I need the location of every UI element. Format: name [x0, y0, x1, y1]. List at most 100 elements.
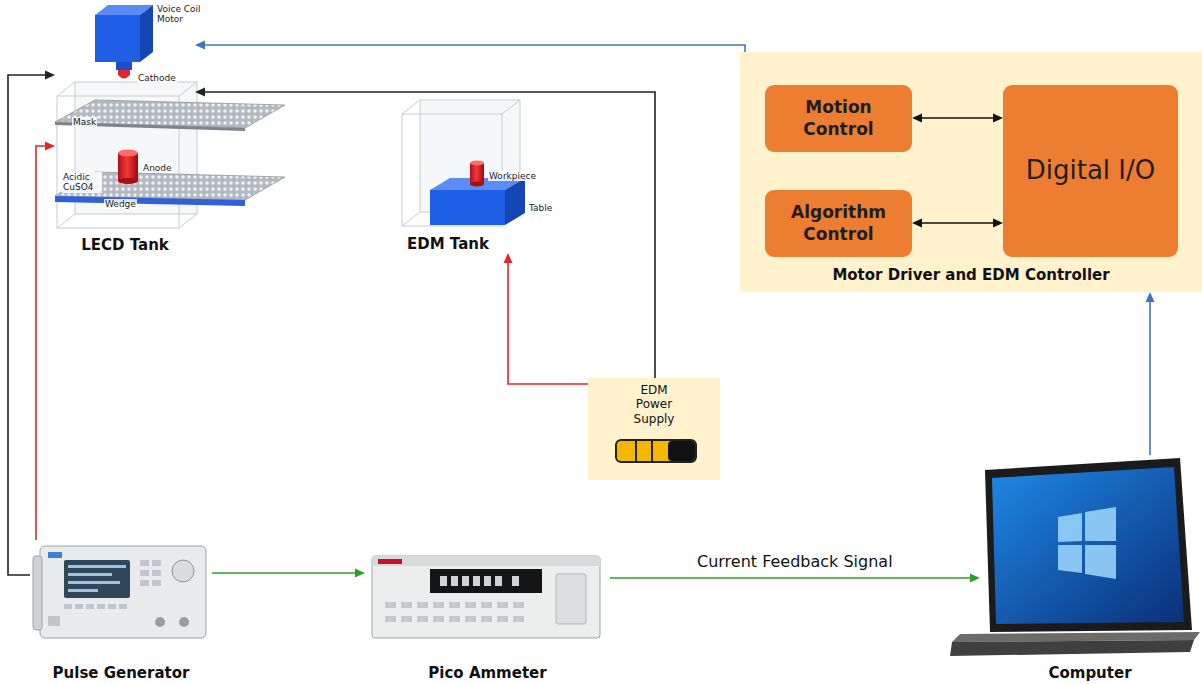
edm-tank-walls: [402, 212, 420, 226]
power-supply-box: EDM Power Supply: [588, 378, 720, 480]
voice-coil-motor: [116, 62, 132, 70]
connector: [610, 574, 980, 583]
part-label: Cathode: [137, 66, 197, 85]
pico-ammeter-device: [497, 616, 508, 622]
pico-ammeter-device: [484, 576, 491, 586]
electrolyte-plate: [55, 172, 285, 200]
edm-tank-walls: [502, 212, 520, 226]
arrowhead: [45, 142, 55, 151]
pulse-generator-device: [152, 570, 161, 576]
pico-ammeter-device: [378, 559, 402, 564]
pulse-generator-device: [48, 616, 60, 626]
signal-label: Current Feedback Signal: [694, 552, 896, 571]
edm-tank-walls: [502, 100, 520, 114]
anode-cylinder: [118, 178, 138, 184]
part-label: Table: [528, 196, 568, 215]
signal-name: Current Feedback Signal: [694, 552, 896, 571]
connector-line: [508, 261, 588, 384]
workpiece-cylinder: [470, 161, 484, 187]
connector-line: [610, 577, 972, 579]
mask-plate: [55, 100, 285, 131]
pico-ammeter-device: [513, 616, 524, 622]
part-name: Voice Coil Motor: [156, 4, 214, 25]
pulse-generator-device: [179, 617, 189, 627]
wedge-strip: [55, 196, 245, 206]
voice-coil-motor: [95, 5, 153, 70]
voice-coil-motor: [95, 5, 153, 15]
connector-line: [920, 222, 995, 224]
pulse-generator-device: [97, 604, 105, 609]
device-caption: Pulse Generator: [53, 664, 190, 682]
laptop-computer: [1085, 545, 1116, 579]
pico-ammeter-device: [417, 602, 428, 608]
part-name: Table: [528, 203, 553, 213]
pico-ammeter-device: [440, 576, 447, 586]
device-caption: Pico Ammeter: [428, 664, 546, 682]
pulse-generator-device: [172, 560, 194, 582]
part-name: Mask: [72, 117, 97, 127]
tank-caption: LECD Tank: [81, 236, 169, 254]
connector: [36, 142, 55, 541]
edm-tank-walls: [402, 114, 502, 226]
pulse-generator-device: [86, 604, 94, 609]
pico-ammeter-device: [495, 576, 502, 586]
connector: [912, 114, 1003, 123]
voice-coil-motor: [140, 5, 153, 62]
anode-cylinder: [118, 153, 138, 181]
part-name: Wedge: [104, 199, 137, 209]
pulse-generator-device: [68, 565, 126, 568]
pulse-generator-device: [119, 604, 127, 609]
mask-plate: [55, 100, 285, 128]
pico-ammeter-device: [462, 576, 469, 586]
connector-line: [920, 117, 995, 119]
anode-cylinder: [118, 150, 138, 157]
edm-table: [430, 178, 525, 225]
connector: [1146, 292, 1155, 455]
workpiece-cylinder: [470, 163, 484, 184]
connector-line: [203, 92, 655, 378]
pico-ammeter-device: [513, 602, 524, 608]
workpiece-cylinder: [470, 182, 484, 187]
pico-ammeter-device: [473, 576, 480, 586]
connector: [8, 71, 55, 576]
laptop-computer: [952, 632, 1200, 642]
part-label: Wedge: [104, 192, 144, 211]
pico-ammeter-device: [481, 616, 492, 622]
arrowhead: [970, 574, 980, 583]
connector: [195, 41, 745, 53]
laptop-computer: [985, 458, 1192, 632]
voice-coil-motor: [95, 15, 140, 62]
arrowhead: [912, 114, 922, 123]
arrowhead: [912, 219, 922, 228]
edm-tank-walls: [420, 100, 520, 212]
controller-panel: Motor Driver and EDM ControllerMotion Co…: [740, 52, 1202, 292]
pulse-generator-device: [64, 560, 130, 598]
pico-ammeter-device: [433, 602, 444, 608]
lecd-tank-walls: [57, 82, 75, 96]
panel-title: Motor Driver and EDM Controller: [832, 266, 1109, 284]
part-label: Workpiece: [488, 164, 548, 183]
pulse-generator-device: [140, 580, 149, 586]
pulse-generator-device: [48, 552, 62, 558]
part-name: Cathode: [137, 73, 177, 83]
workpiece-cylinder: [470, 161, 484, 166]
box-label: EDM Power Supply: [621, 383, 687, 426]
pico-ammeter-device: [430, 569, 542, 593]
pulse-generator-device: [68, 573, 112, 576]
battery-icon: [668, 441, 695, 461]
wedge-strip: [55, 196, 245, 206]
laptop-computer: [992, 467, 1184, 624]
edm-tank-walls: [402, 100, 420, 114]
anode-cylinder: [118, 150, 138, 185]
control-block: Algorithm Control: [765, 190, 912, 257]
lecd-tank-walls: [57, 82, 197, 228]
pulse-generator-device: [40, 546, 206, 638]
lecd-tank-walls: [75, 82, 197, 214]
pulse-generator-device: [152, 580, 161, 586]
lecd-tank-walls: [57, 96, 179, 228]
arrowhead: [195, 88, 205, 97]
